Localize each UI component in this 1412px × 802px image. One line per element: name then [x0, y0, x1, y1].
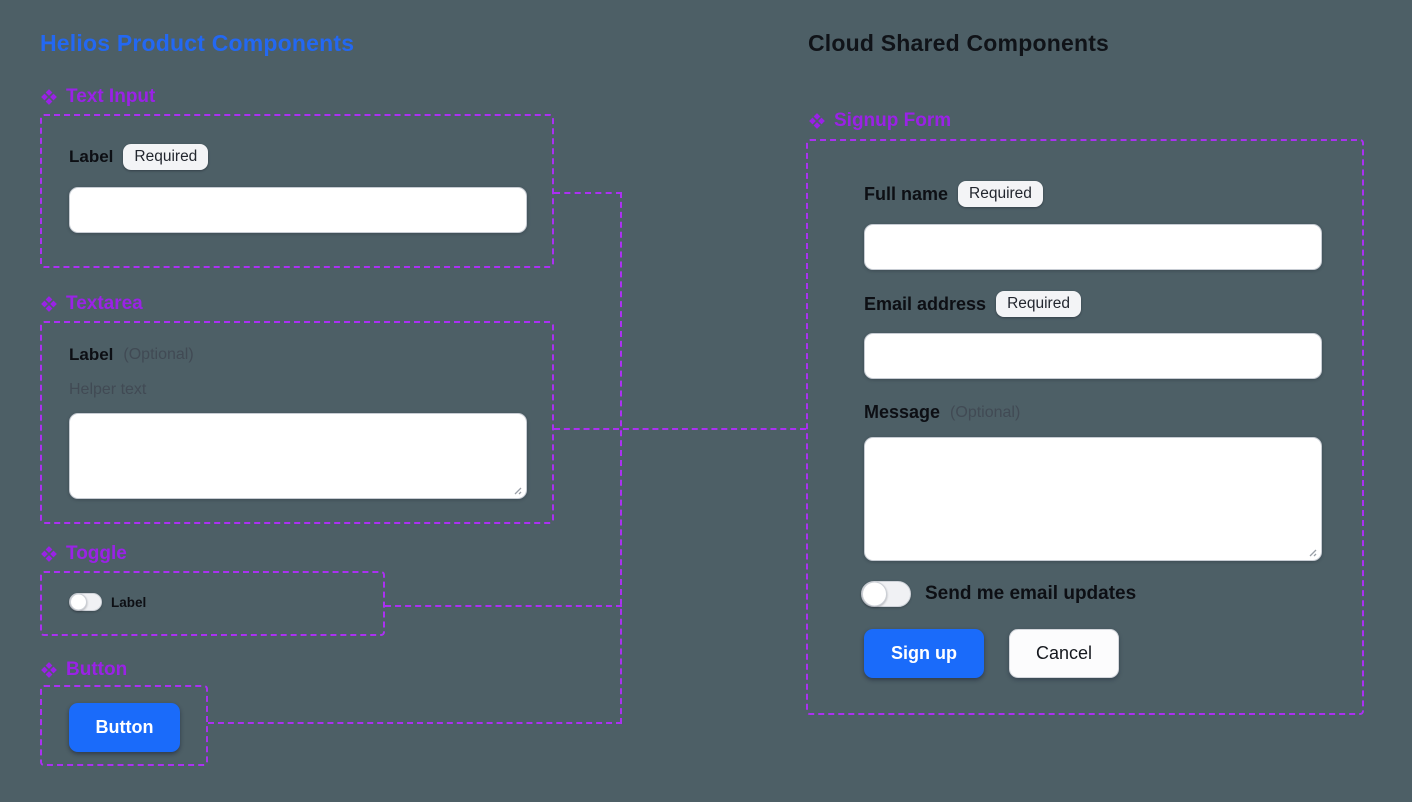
full-name-input[interactable] — [864, 224, 1322, 270]
section-label: Text Input — [66, 86, 156, 107]
sample-button[interactable]: Button — [69, 703, 180, 752]
section-label: Textarea — [66, 293, 143, 314]
section-label: Button — [66, 659, 128, 680]
section-header-textarea: Textarea — [40, 293, 143, 315]
required-badge: Required — [958, 181, 1043, 207]
cancel-button[interactable]: Cancel — [1009, 629, 1119, 678]
section-header-toggle: Toggle — [40, 543, 127, 565]
toggle-knob — [862, 581, 887, 607]
email-updates-toggle[interactable] — [861, 581, 911, 607]
toggle-frame: Label — [40, 571, 385, 636]
text-input-frame: Label Required — [40, 114, 554, 268]
optional-hint: (Optional) — [123, 346, 194, 363]
email-updates-label: Send me email updates — [925, 583, 1137, 604]
text-input-label: Label — [69, 147, 114, 166]
optional-hint: (Optional) — [950, 403, 1021, 421]
sign-up-button[interactable]: Sign up — [864, 629, 984, 678]
button-frame: Button — [40, 685, 208, 766]
full-name-label: Full name — [864, 183, 949, 204]
component-diamond-icon — [41, 662, 57, 678]
section-label: Toggle — [66, 543, 127, 564]
email-label: Email address — [864, 293, 987, 314]
section-header-text-input: Text Input — [40, 86, 155, 108]
right-panel-title: Cloud Shared Components — [808, 30, 1110, 56]
required-badge: Required — [996, 291, 1081, 317]
message-textarea[interactable] — [864, 437, 1322, 561]
connector-toggle — [385, 605, 622, 607]
required-badge: Required — [123, 144, 209, 170]
textarea-field[interactable] — [69, 413, 527, 499]
section-label: Signup Form — [834, 110, 952, 131]
helper-text: Helper text — [69, 381, 147, 398]
message-input[interactable] — [875, 444, 1311, 554]
component-diamond-icon — [41, 296, 57, 312]
textarea-frame: Label (Optional) Helper text — [40, 321, 554, 524]
message-label: Message — [864, 402, 941, 422]
connector-text-input — [554, 192, 622, 194]
section-header-button: Button — [40, 659, 127, 681]
text-input-field[interactable] — [69, 187, 527, 233]
toggle-switch[interactable] — [69, 593, 102, 611]
component-diamond-icon — [809, 113, 825, 129]
toggle-knob — [70, 593, 87, 611]
left-panel-title: Helios Product Components — [40, 30, 355, 56]
component-diamond-icon — [41, 546, 57, 562]
email-input[interactable] — [864, 333, 1322, 379]
textarea-label: Label — [69, 345, 114, 364]
component-diamond-icon — [41, 89, 57, 105]
toggle-label: Label — [111, 594, 147, 610]
textarea-input[interactable] — [80, 420, 516, 492]
connector-textarea-to-form — [554, 428, 806, 430]
section-header-signup-form: Signup Form — [808, 110, 951, 132]
connector-button — [208, 722, 622, 724]
connector-trunk — [620, 192, 622, 724]
signup-form-frame: Full name Required Email address Require… — [806, 139, 1364, 715]
